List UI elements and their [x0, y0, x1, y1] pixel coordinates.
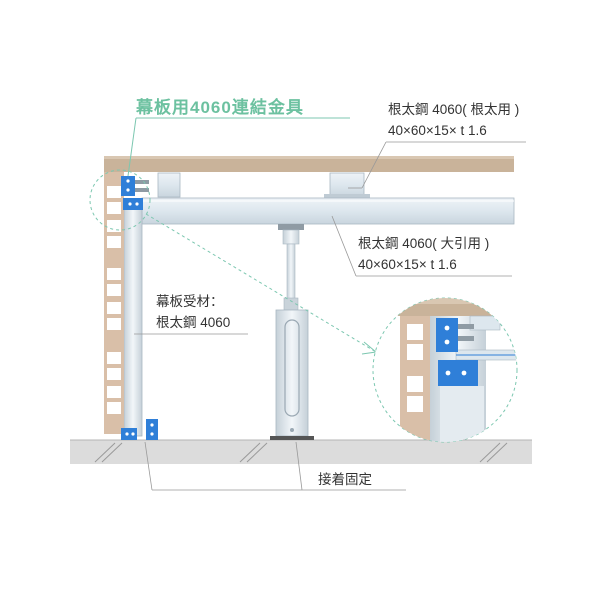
beam-label-name: 根太鋼 4060( 大引用 )	[358, 236, 490, 251]
diagram-title: 幕板用4060連結金具	[136, 98, 304, 117]
connection-brackets	[121, 176, 158, 440]
fix-label: 接着固定	[318, 472, 372, 487]
adjustable-post	[270, 224, 314, 440]
ground-bracket	[146, 419, 158, 440]
beam-steel	[141, 197, 515, 225]
joist-label-name: 根太鋼 4060( 根太用 )	[388, 102, 520, 117]
top-bracket	[121, 176, 135, 196]
fascia-receiver-steel	[123, 199, 143, 437]
zoomed-detail	[373, 298, 517, 442]
joist-label-spec: 40×60×15× t 1.6	[388, 123, 487, 138]
ground-slab	[70, 439, 532, 464]
beam-label-spec: 40×60×15× t 1.6	[358, 257, 457, 272]
bottom-bracket	[121, 428, 137, 440]
joist-steel	[157, 172, 370, 198]
fascia-panel	[104, 172, 124, 434]
fascia-label-title: 幕板受材：	[156, 294, 224, 309]
deck-board	[104, 156, 514, 172]
beam-bracket	[123, 198, 143, 210]
fascia-label-material: 根太鋼 4060	[156, 315, 231, 330]
leader-lines	[127, 117, 526, 491]
